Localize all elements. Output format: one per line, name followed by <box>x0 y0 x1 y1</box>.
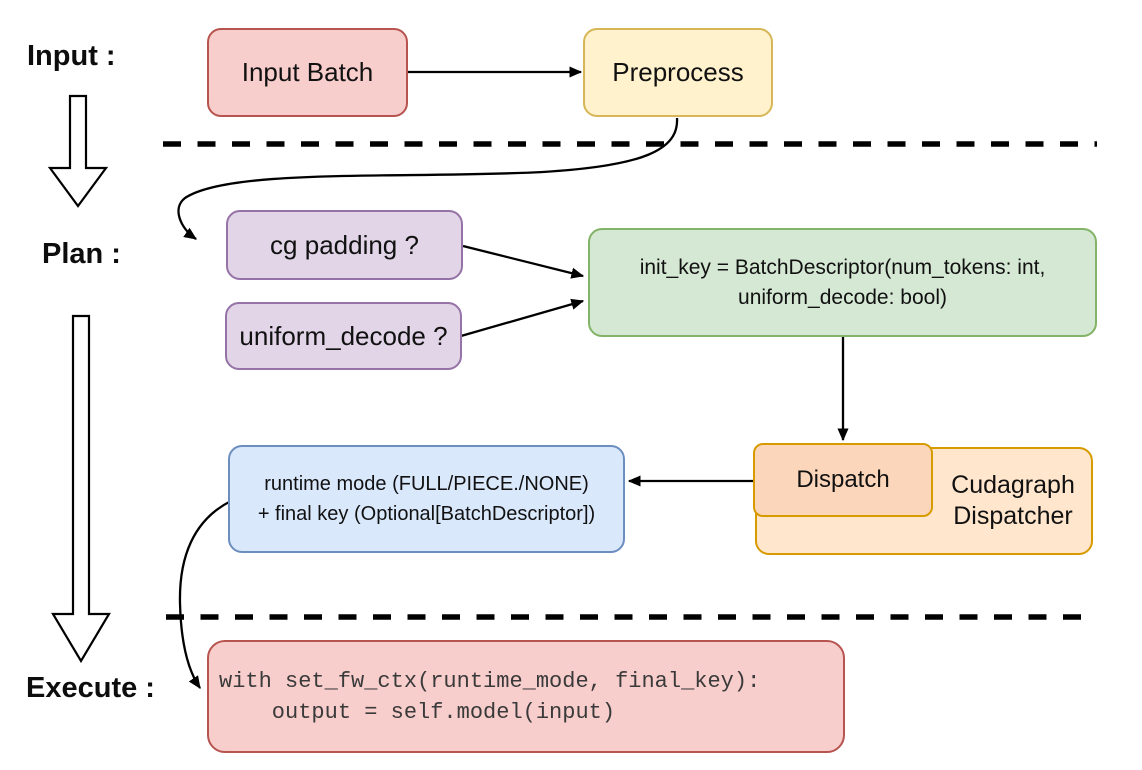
cg-padding-label: cg padding ? <box>270 229 419 260</box>
stage-arrow-input-to-plan <box>47 94 109 208</box>
connector-cgpadding-to-initkey <box>462 244 585 279</box>
execute-code-line1: with set_fw_ctx(runtime_mode, final_key)… <box>219 668 761 694</box>
init-key-box: init_key = BatchDescriptor(num_tokens: i… <box>588 228 1097 337</box>
input-batch-label: Input Batch <box>241 57 374 87</box>
init-key-line2: uniform_decode: bool) <box>738 285 947 309</box>
runtime-mode-line1: runtime mode (FULL/PIECE./NONE) <box>264 473 589 495</box>
stage-label-input: Input : <box>27 40 116 72</box>
cudagraph-dispatcher-line2: Dispatcher <box>953 502 1073 530</box>
stage-arrow-plan-to-execute <box>51 314 111 664</box>
input-batch-box: Input Batch <box>207 28 408 117</box>
execute-code-line2: output = self.model(input) <box>219 699 616 725</box>
dispatch-box: Dispatch <box>753 443 933 517</box>
preprocess-box: Preprocess <box>583 28 773 117</box>
connector-uniformdecode-to-initkey <box>460 298 585 338</box>
runtime-mode-line2: + final key (Optional[BatchDescriptor]) <box>257 503 596 525</box>
cg-padding-box: cg padding ? <box>226 210 463 280</box>
uniform-decode-label: uniform_decode ? <box>239 320 448 351</box>
runtime-mode-box: runtime mode (FULL/PIECE./NONE) + final … <box>228 445 625 553</box>
init-key-line1: init_key = BatchDescriptor(num_tokens: i… <box>639 255 1046 279</box>
preprocess-label: Preprocess <box>612 57 744 87</box>
uniform-decode-box: uniform_decode ? <box>225 302 462 370</box>
stage-label-plan: Plan : <box>42 238 121 270</box>
cudagraph-dispatcher-line1: Cudagraph <box>951 471 1075 499</box>
dispatch-label: Dispatch <box>796 466 890 493</box>
stage-label-execute: Execute : <box>26 672 155 704</box>
execute-code-box: with set_fw_ctx(runtime_mode, final_key)… <box>207 640 845 753</box>
cudagraph-dispatcher-label: Cudagraph Dispatcher <box>933 447 1093 555</box>
